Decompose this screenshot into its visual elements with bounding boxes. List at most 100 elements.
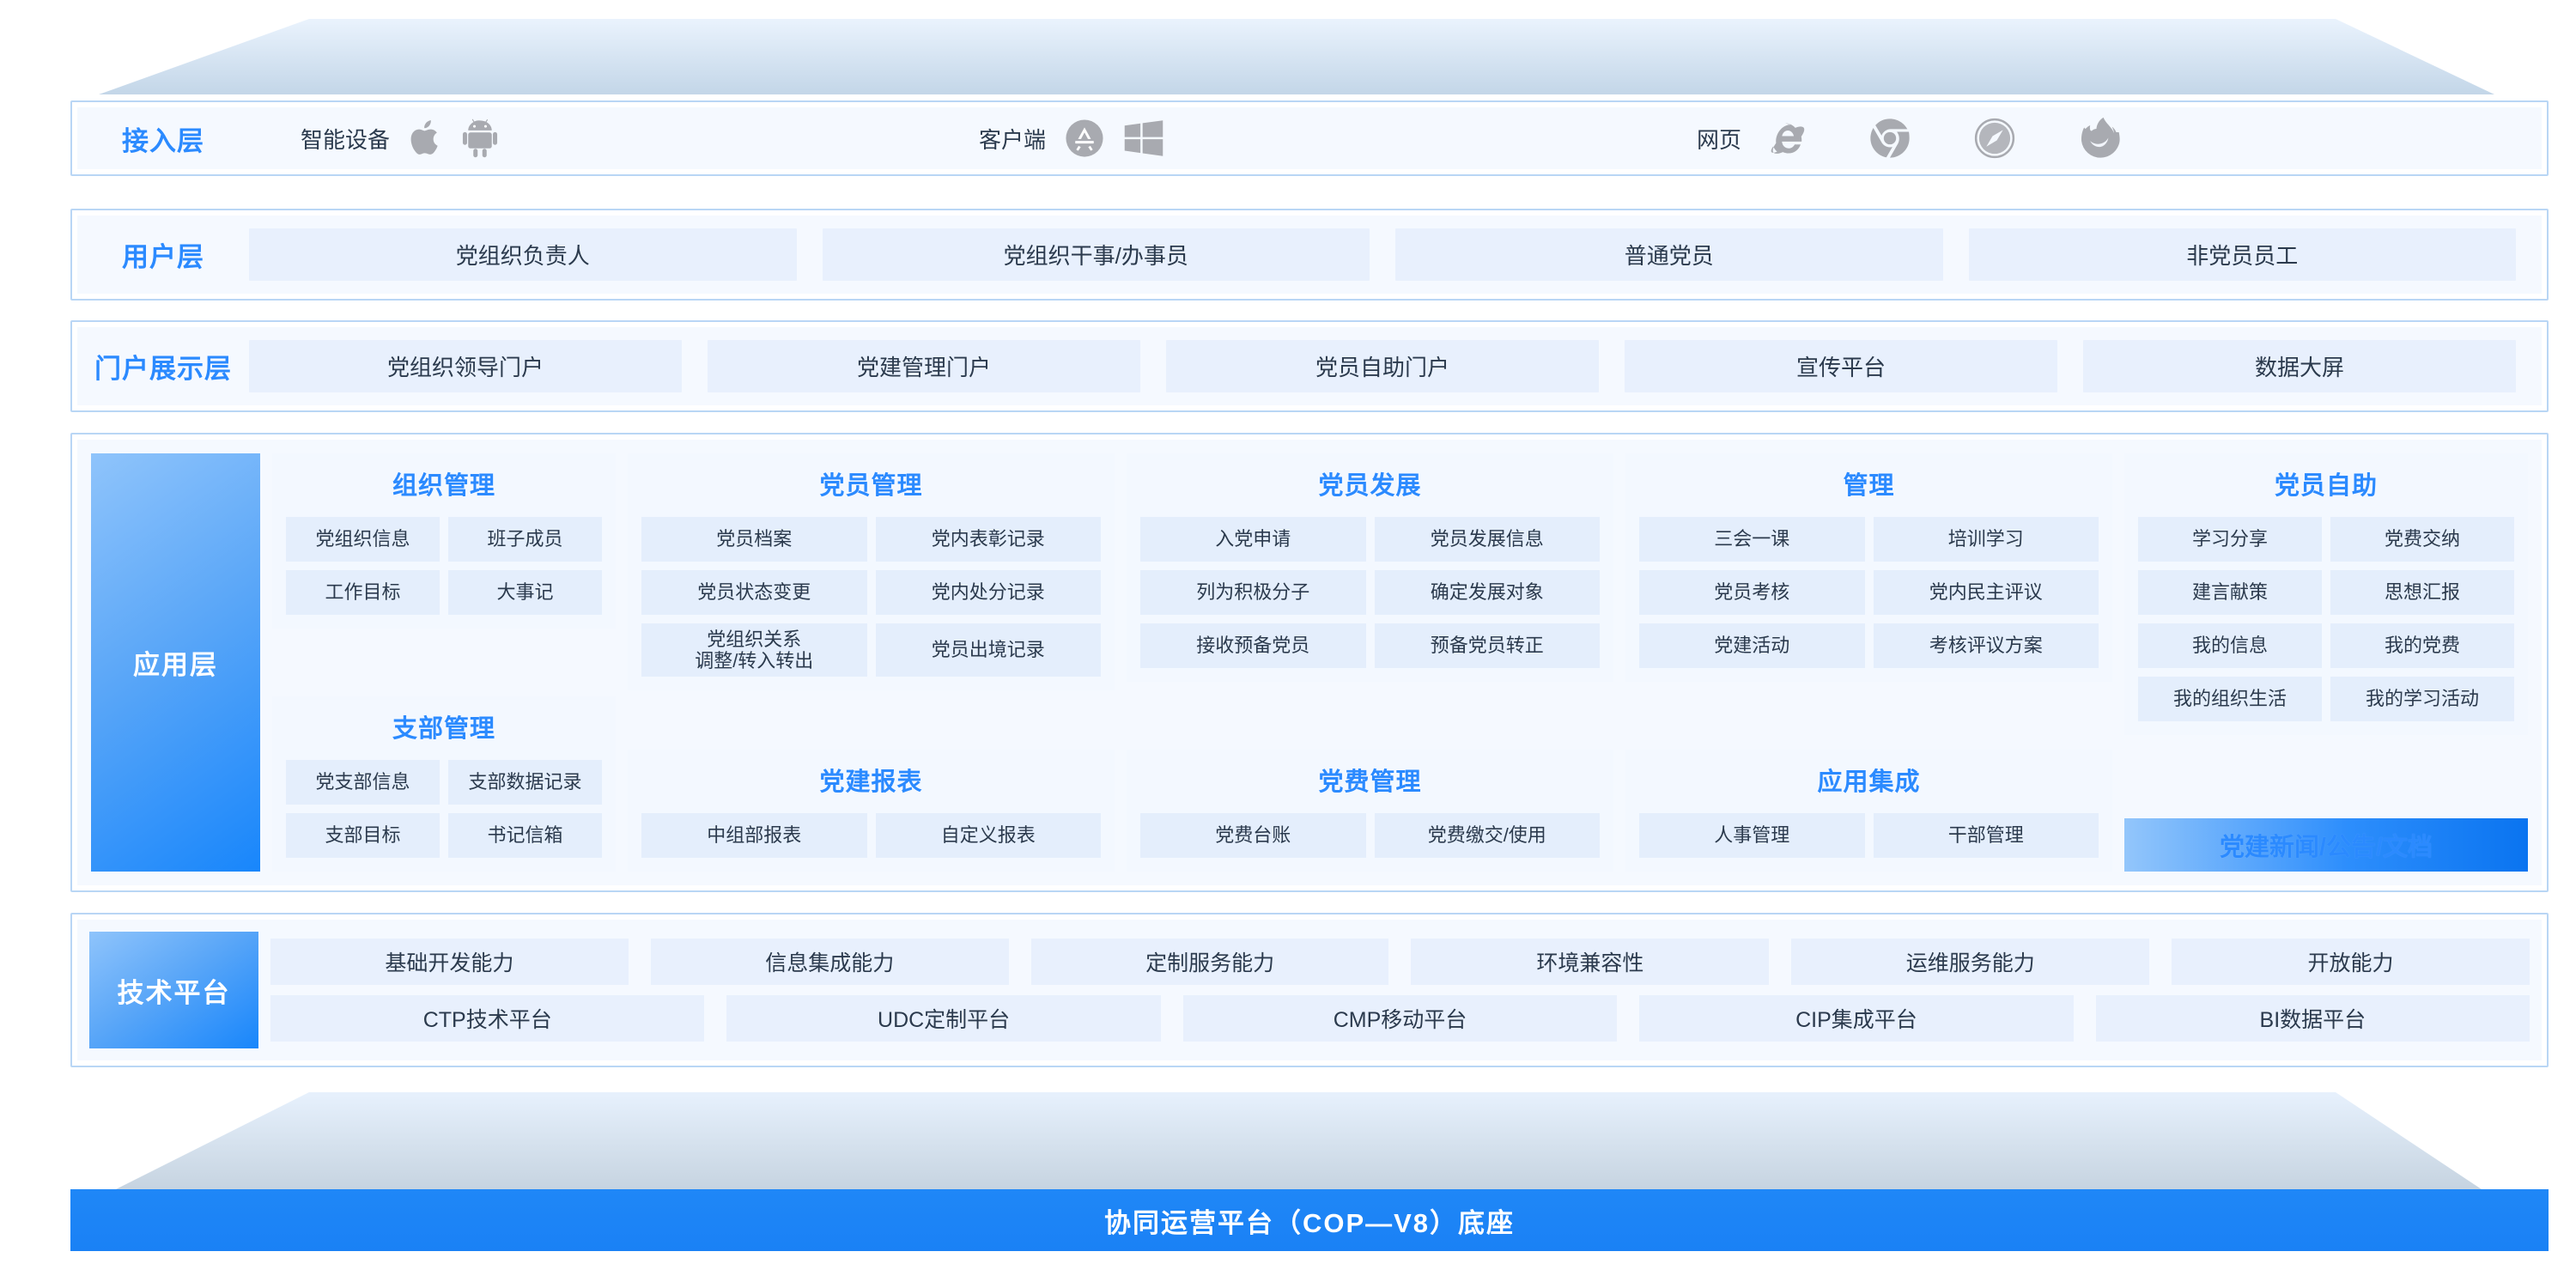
app-tile[interactable]: 班子成员: [448, 517, 602, 562]
column-spacer: [272, 641, 616, 684]
app-tile[interactable]: 思想汇报: [2330, 570, 2514, 615]
portal-chip[interactable]: 宣传平台: [1625, 340, 2057, 392]
tech-chip[interactable]: 信息集成能力: [650, 939, 1009, 985]
app-tile[interactable]: 考核评议方案: [1873, 623, 2099, 668]
application-layer-row: 应用层 组织管理 党组织信息 班子成员 工作目标 大事记: [70, 433, 2549, 892]
app-tile[interactable]: 自定义报表: [875, 813, 1101, 858]
app-tile[interactable]: 干部管理: [1873, 813, 2099, 858]
app-tile[interactable]: 学习分享: [2138, 517, 2322, 562]
windows-icon: [1124, 120, 1163, 156]
top-trapezoid-decoration: [99, 19, 2494, 94]
card-tiles: 党费台账 党费缴交/使用: [1140, 813, 1600, 858]
app-tile[interactable]: 党员出境记录: [875, 623, 1101, 677]
app-tile[interactable]: 党员档案: [641, 517, 867, 562]
mac-appstore-icon: [1066, 119, 1103, 157]
app-tile[interactable]: 预备党员转正: [1374, 623, 1600, 668]
card-tiles: 学习分享 党费交纳 建言献策 思想汇报 我的信息 我的党费 我的组织生活 我的学…: [2138, 517, 2514, 721]
user-role-chip[interactable]: 党组织干事/办事员: [822, 228, 1370, 281]
user-role-chip[interactable]: 非党员员工: [1968, 228, 2516, 281]
tech-chip[interactable]: 运维服务能力: [1791, 939, 2150, 985]
card-title: 党建报表: [819, 769, 923, 796]
tech-platforms-row: CTP技术平台 UDC定制平台 CMP移动平台 CIP集成平台 BI数据平台: [270, 995, 2530, 1042]
portal-chip[interactable]: 党组织领导门户: [249, 340, 682, 392]
card-title: 应用集成: [1817, 769, 1921, 796]
tech-chip[interactable]: 环境兼容性: [1411, 939, 1770, 985]
app-tile[interactable]: 工作目标: [286, 570, 440, 615]
card-tiles: 党组织信息 班子成员 工作目标 大事记: [286, 517, 602, 615]
party-news-banner[interactable]: 党建新闻/公告/文档: [2124, 818, 2528, 872]
internet-explorer-icon: [1771, 123, 1805, 154]
app-tile[interactable]: 支部目标: [286, 813, 440, 858]
column-spacer: [1625, 694, 2112, 738]
app-tile[interactable]: 我的信息: [2138, 623, 2322, 668]
card-tiles: 人事管理 干部管理: [1639, 813, 2099, 858]
tech-chip[interactable]: 定制服务能力: [1030, 939, 1389, 985]
tech-chip[interactable]: BI数据平台: [2095, 995, 2530, 1042]
card-title: 党费管理: [1318, 769, 1422, 796]
user-role-chip[interactable]: 普通党员: [1395, 228, 1943, 281]
app-tile[interactable]: 书记信箱: [448, 813, 602, 858]
app-tile[interactable]: 建言献策: [2138, 570, 2322, 615]
app-tile[interactable]: 党建活动: [1639, 623, 1865, 668]
app-tile[interactable]: 党员发展信息: [1374, 517, 1600, 562]
tech-chip[interactable]: CTP技术平台: [270, 995, 705, 1042]
app-tile[interactable]: 支部数据记录: [448, 760, 602, 805]
bottom-trapezoid-decoration: [99, 1092, 2494, 1198]
base-platform-text: 协同运营平台（COP—V8）底座: [1103, 1207, 1516, 1238]
access-group-client: 客户端: [979, 118, 1164, 158]
app-tile[interactable]: 党内民主评议: [1873, 570, 2099, 615]
application-column: 管理 三会一课 培训学习 党员考核 党内民主评议 党建活动 考核评议方案 应用集…: [1625, 453, 2112, 872]
card-title: 党员管理: [819, 472, 923, 500]
app-tile[interactable]: 党员考核: [1639, 570, 1865, 615]
tech-chip[interactable]: UDC定制平台: [726, 995, 1161, 1042]
app-tile[interactable]: 党组织关系 调整/转入转出: [641, 623, 867, 677]
user-role-chip[interactable]: 党组织负责人: [249, 228, 797, 281]
app-tile[interactable]: 党内表彰记录: [875, 517, 1101, 562]
app-tile[interactable]: 列为积极分子: [1140, 570, 1366, 615]
firefox-icon: [2081, 117, 2120, 158]
portal-layer-items: 党组织领导门户 党建管理门户 党员自助门户 宣传平台 数据大屏: [249, 340, 2516, 392]
card-app-integration: 应用集成 人事管理 干部管理: [1625, 750, 2112, 872]
portal-chip[interactable]: 数据大屏: [2083, 340, 2516, 392]
app-tile[interactable]: 入党申请: [1140, 517, 1366, 562]
app-tile[interactable]: 党内处分记录: [875, 570, 1101, 615]
user-layer-row: 用户层 党组织负责人 党组织干事/办事员 普通党员 非党员员工: [70, 209, 2549, 301]
app-tile[interactable]: 中组部报表: [641, 813, 867, 858]
app-tile[interactable]: 党费台账: [1140, 813, 1366, 858]
app-tile[interactable]: 我的组织生活: [2138, 677, 2322, 721]
app-tile[interactable]: 党员状态变更: [641, 570, 867, 615]
safari-icon: [1974, 118, 2015, 159]
tech-chip[interactable]: CMP移动平台: [1182, 995, 1618, 1042]
access-layer-row: 接入层 智能设备: [70, 100, 2549, 176]
access-group-web: 网页: [1697, 117, 2121, 160]
app-tile[interactable]: 确定发展对象: [1374, 570, 1600, 615]
app-tile[interactable]: 培训学习: [1873, 517, 2099, 562]
column-spacer: [1127, 694, 1613, 738]
application-column: 党员自助 学习分享 党费交纳 建言献策 思想汇报 我的信息 我的党费 我的组织生…: [2124, 453, 2528, 872]
card-management: 管理 三会一课 培训学习 党员考核 党内民主评议 党建活动 考核评议方案: [1625, 453, 2112, 682]
card-title: 管理: [1843, 472, 1895, 500]
card-member-self-service: 党员自助 学习分享 党费交纳 建言献策 思想汇报 我的信息 我的党费 我的组织生…: [2124, 453, 2528, 735]
application-column: 党员发展 入党申请 党员发展信息 列为积极分子 确定发展对象 接收预备党员 预备…: [1127, 453, 1613, 872]
app-tile[interactable]: 三会一课: [1639, 517, 1865, 562]
app-tile[interactable]: 党支部信息: [286, 760, 440, 805]
tech-chip[interactable]: CIP集成平台: [1639, 995, 2074, 1042]
user-layer-label: 用户层: [122, 242, 204, 272]
chrome-icon: [1870, 118, 1910, 158]
tech-chip[interactable]: 开放能力: [2172, 939, 2530, 985]
application-columns: 组织管理 党组织信息 班子成员 工作目标 大事记 支部管理 党支部信息: [260, 453, 2528, 872]
portal-chip[interactable]: 党员自助门户: [1166, 340, 1599, 392]
smart-devices-label: 智能设备: [301, 126, 391, 153]
app-tile[interactable]: 党组织信息: [286, 517, 440, 562]
app-tile[interactable]: 党费缴交/使用: [1374, 813, 1600, 858]
app-tile[interactable]: 我的党费: [2330, 623, 2514, 668]
app-tile[interactable]: 接收预备党员: [1140, 623, 1366, 668]
tech-chip[interactable]: 基础开发能力: [270, 939, 629, 985]
app-tile[interactable]: 党费交纳: [2330, 517, 2514, 562]
portal-chip[interactable]: 党建管理门户: [708, 340, 1140, 392]
app-tile[interactable]: 大事记: [448, 570, 602, 615]
app-tile[interactable]: 人事管理: [1639, 813, 1865, 858]
app-tile[interactable]: 我的学习活动: [2330, 677, 2514, 721]
card-party-reports: 党建报表 中组部报表 自定义报表: [628, 750, 1115, 872]
android-icon: [462, 118, 498, 158]
